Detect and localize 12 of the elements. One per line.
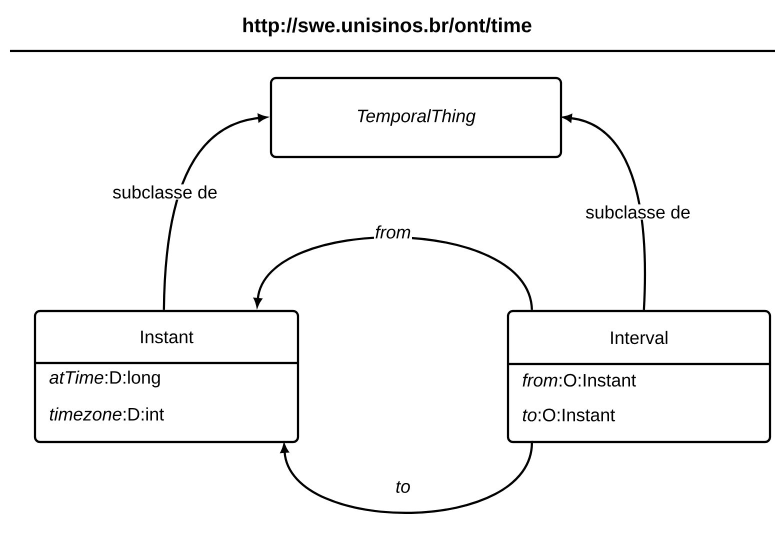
class-box: TemporalThing bbox=[270, 76, 562, 158]
title: http://swe.unisinos.br/ont/time bbox=[243, 18, 532, 36]
edge-label: to bbox=[394, 480, 412, 494]
edge-label: from bbox=[374, 224, 412, 240]
class-box: Interval from:O:Instant to:O:Instant bbox=[506, 310, 772, 444]
edge-label: subclasse de bbox=[584, 204, 692, 220]
arrow bbox=[162, 114, 267, 310]
arrow bbox=[254, 236, 533, 310]
edge-label: subclasse de bbox=[111, 184, 219, 200]
arrow bbox=[562, 114, 646, 310]
class-box: Instant atTime:D:long timezone:D:int bbox=[34, 310, 300, 444]
arrow bbox=[280, 440, 533, 514]
